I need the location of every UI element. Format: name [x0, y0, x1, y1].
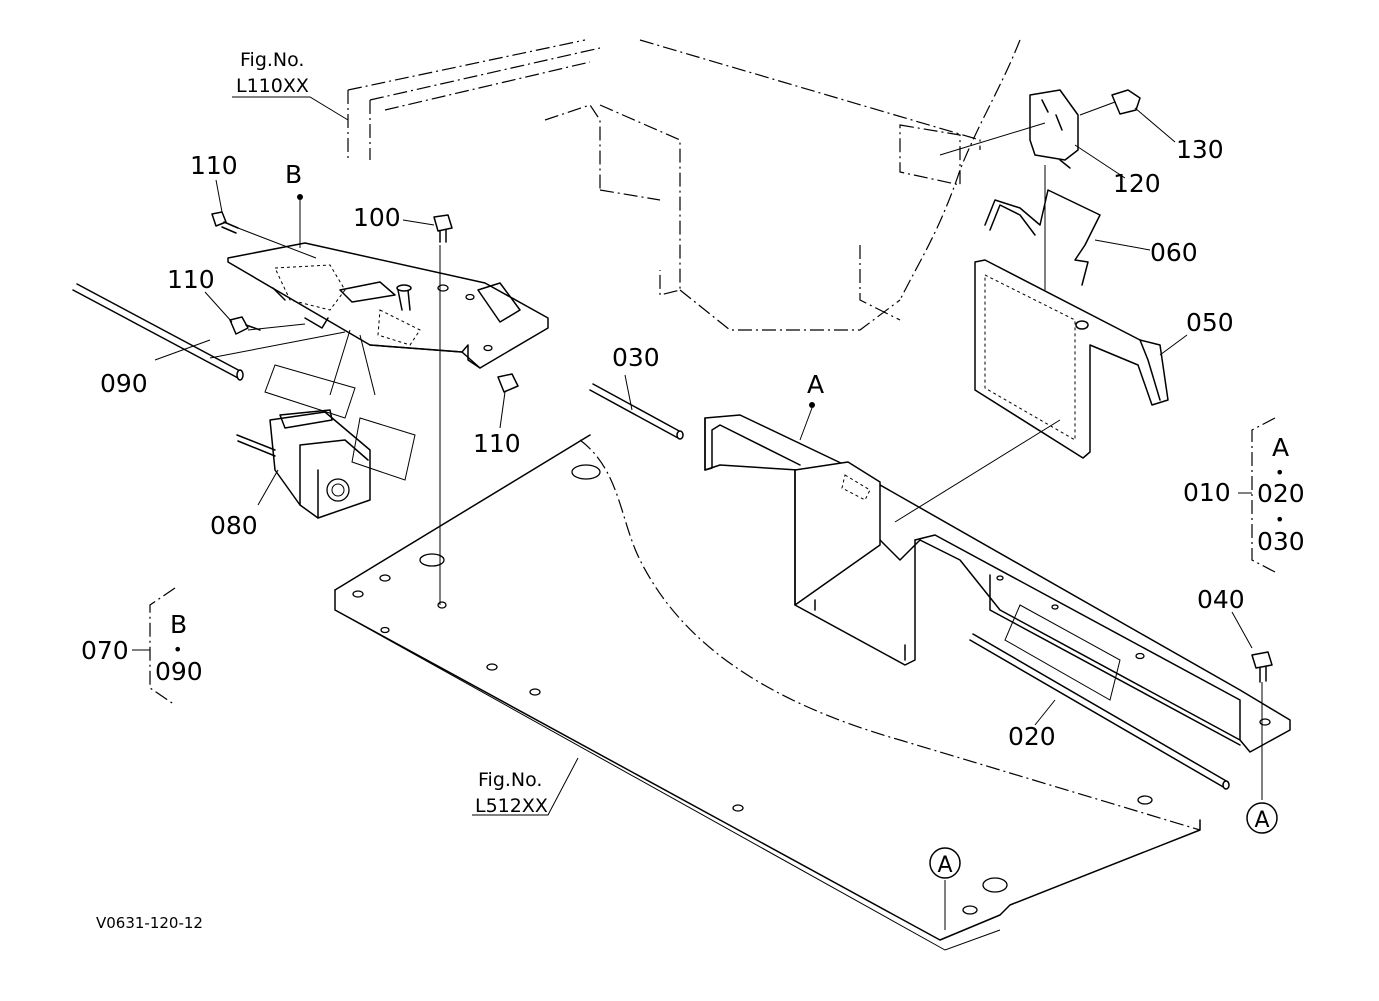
group-bracket-010 — [1238, 417, 1276, 573]
leader-lines — [154, 96, 1253, 816]
callout-label-a-frame: A — [807, 370, 824, 399]
rod-020 — [969, 633, 1230, 790]
part-label-060: 060 — [1150, 238, 1198, 267]
part-label-090: 090 — [100, 369, 148, 398]
group-bracket-070 — [132, 587, 176, 706]
callout-label-b-top: B — [285, 160, 302, 189]
group-010-item-020: 020 — [1257, 479, 1305, 508]
bolt-130 — [1111, 89, 1141, 115]
part-label-120: 120 — [1113, 169, 1161, 198]
fig-ref-label-l110: Fig.No. — [240, 49, 304, 71]
rod-090 — [72, 283, 244, 381]
circle-marker-a-right-text: A — [1254, 808, 1269, 833]
bolt-040 — [1251, 651, 1273, 683]
circle-marker-a-bottom-text: A — [937, 853, 952, 878]
part-label-050: 050 — [1186, 308, 1234, 337]
group-010-parent: 010 — [1183, 478, 1231, 507]
rod-030 — [589, 383, 684, 440]
group-070-dot: • — [173, 640, 182, 659]
part-label-130: 130 — [1176, 135, 1224, 164]
part-label-110-right: 110 — [473, 429, 521, 458]
fig-ref-label-l512: Fig.No. — [478, 769, 542, 791]
part-label-080: 080 — [210, 511, 258, 540]
group-010-dot: • — [1275, 463, 1284, 482]
phantom-cab-structure — [347, 39, 1201, 831]
bolt-110-top — [211, 211, 239, 234]
group-070-parent: 070 — [81, 636, 129, 665]
part-label-020: 020 — [1008, 722, 1056, 751]
frame-a — [704, 414, 1291, 753]
group-010-item-030: 030 — [1257, 527, 1305, 556]
rod-020-leader-frame — [1004, 604, 1121, 701]
group-010-dot-2: • — [1275, 510, 1284, 529]
wire-clip-060 — [984, 189, 1101, 286]
fig-ref-value-l512: L512XX — [475, 795, 548, 817]
bolt-100 — [433, 214, 453, 243]
cover-050 — [974, 259, 1169, 459]
bolt-110-right — [497, 373, 519, 393]
fig-ref-value-l110: L110XX — [236, 75, 309, 97]
part-label-110-top: 110 — [190, 151, 238, 180]
part-label-110-middle: 110 — [167, 265, 215, 294]
plate-120 — [1029, 89, 1079, 169]
part-label-040: 040 — [1197, 585, 1245, 614]
assembly-lines — [209, 101, 1263, 930]
group-070-item-090: 090 — [155, 657, 203, 686]
floor-plate — [334, 434, 1201, 951]
group-070-ref: B — [170, 610, 187, 639]
bracket-b — [227, 242, 549, 369]
bolt-110-middle — [229, 316, 261, 335]
group-010-ref: A — [1272, 433, 1289, 462]
part-label-100: 100 — [353, 203, 401, 232]
switch-leader-frames — [264, 329, 416, 481]
drawing-code: V0631-120-12 — [96, 914, 203, 932]
circle-marker-a-bottom — [929, 847, 961, 879]
switch-080 — [236, 409, 371, 519]
part-label-030: 030 — [612, 343, 660, 372]
circle-marker-a-right — [1246, 802, 1278, 834]
